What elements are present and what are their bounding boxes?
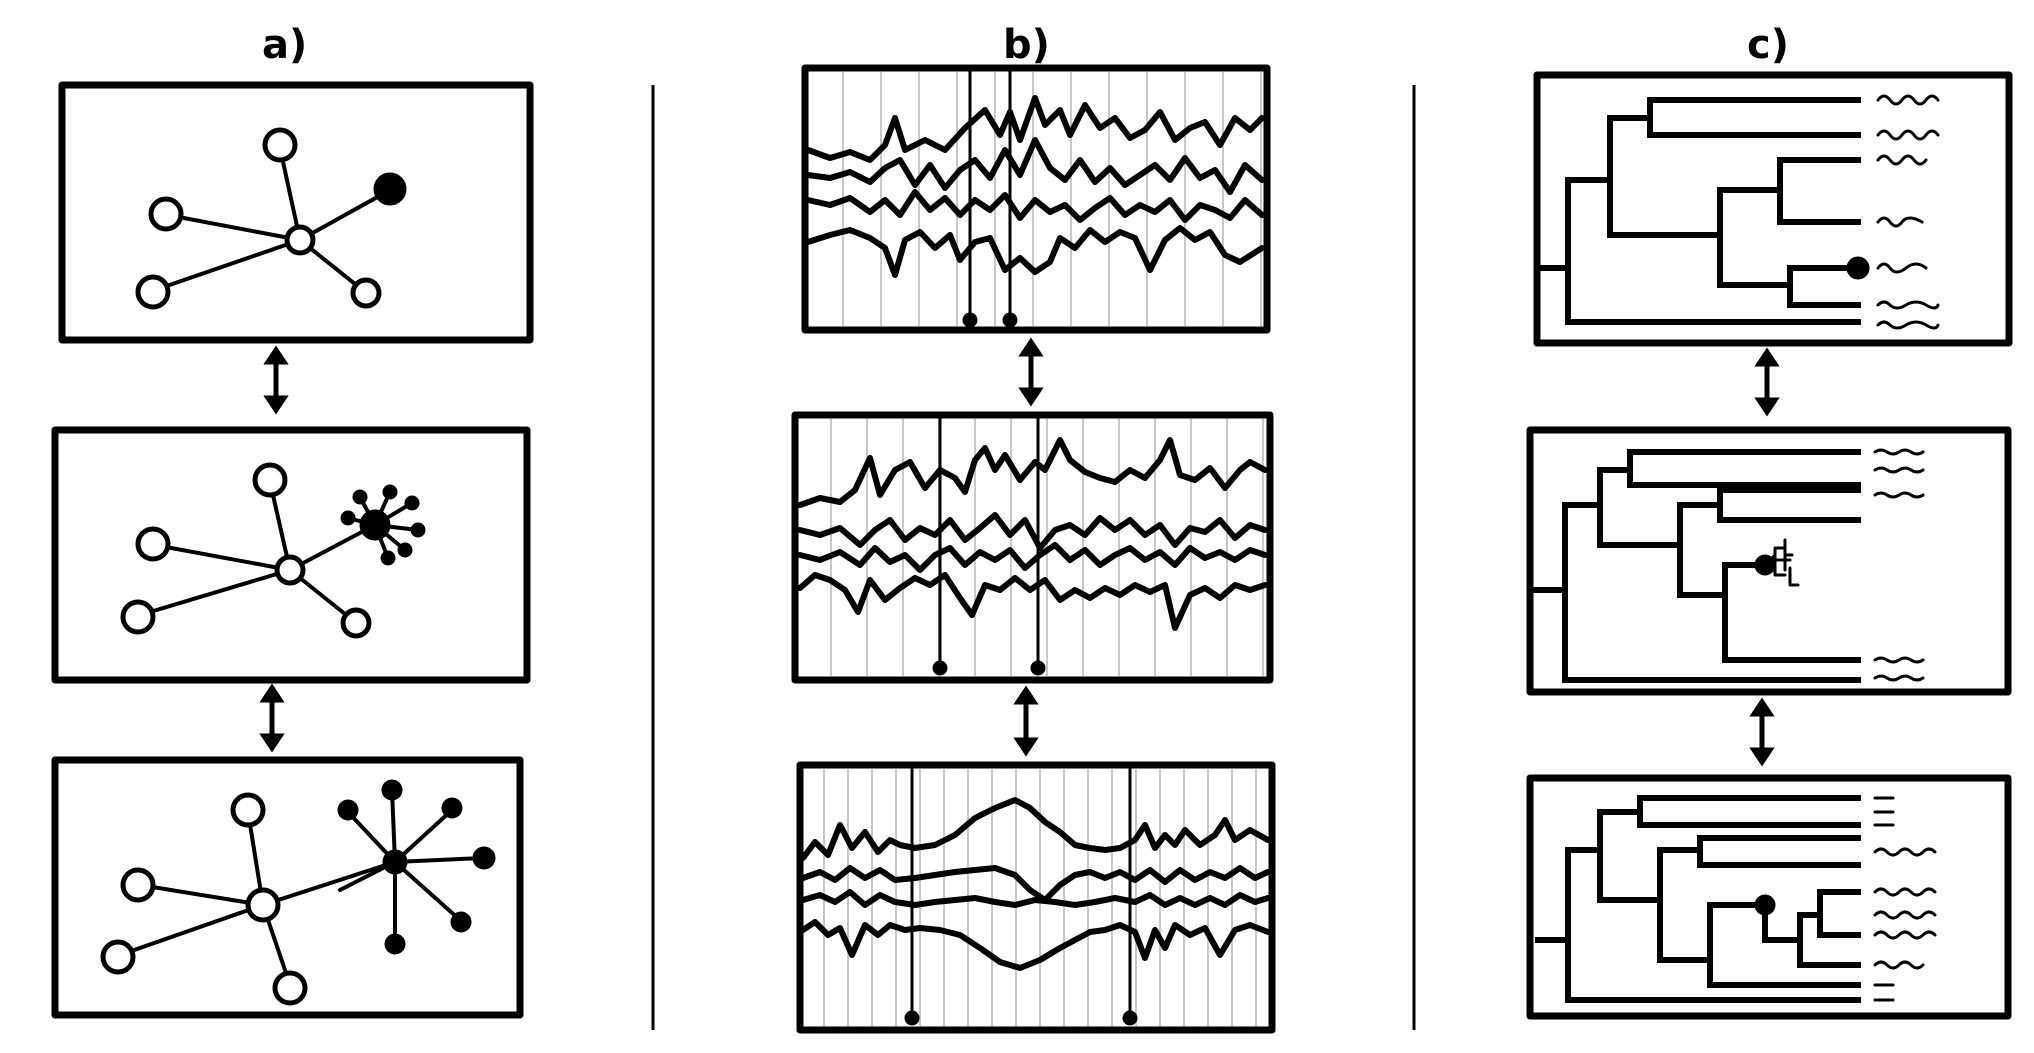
tree-frame-3 (1526, 774, 2012, 1020)
graph-node (337, 799, 359, 821)
graph-node (381, 779, 403, 801)
transition-arrow-a2 (259, 683, 285, 753)
panel-b-label: b) (1003, 22, 1050, 68)
timeseries-line (805, 225, 1265, 278)
tree-branches-1 (1537, 97, 1861, 325)
cursor-handle[interactable] (962, 312, 978, 328)
transition-arrow-b1 (1018, 337, 1044, 407)
graph-node (120, 867, 156, 903)
graph-node (272, 970, 308, 1006)
timeseries-grid-1 (842, 72, 1262, 326)
panel-c-label: c) (1747, 22, 1789, 68)
timeseries-line (805, 189, 1265, 223)
transition-arrow-c1 (1754, 347, 1780, 417)
tree-branches-3 (1535, 795, 1861, 1003)
cursor-handle[interactable] (904, 1010, 920, 1026)
graph-frame-3 (51, 756, 524, 1019)
graph-node (100, 939, 136, 975)
leaf-sequences-2 (1873, 448, 1925, 682)
graph-node-expanding (359, 509, 391, 541)
graph-node-selected (373, 172, 407, 206)
tree-frame-1 (1533, 71, 2013, 347)
timeseries-line (800, 865, 1271, 903)
graph-node (397, 542, 413, 558)
timeseries-frame-2 (791, 411, 1274, 684)
graph-node (350, 277, 382, 309)
graph-frame-1 (58, 81, 534, 344)
panel-a (51, 81, 534, 1019)
transition-arrow-a1 (263, 345, 289, 415)
graph-node (340, 510, 356, 526)
graph-node (252, 462, 288, 498)
leaf-sequences-3 (1873, 796, 1937, 1002)
graph-node (380, 550, 396, 566)
timeseries-line (797, 512, 1268, 551)
cursor-handle[interactable] (1030, 660, 1046, 676)
panel-c (1526, 71, 2013, 1020)
graph-node (340, 607, 372, 639)
graph-node (135, 526, 171, 562)
tree-node-expanded (1754, 894, 1776, 916)
graph-node-expanded (382, 849, 408, 875)
timeseries-line (800, 797, 1271, 861)
graph-frame-2 (51, 426, 531, 684)
graph-node (352, 489, 368, 505)
cursor-handle[interactable] (1002, 312, 1018, 328)
panel-b (791, 64, 1276, 1034)
tree-node-expanding (1754, 554, 1776, 576)
cursor-handle[interactable] (1122, 1010, 1138, 1026)
graph-node (441, 797, 463, 819)
tree-frame-2 (1526, 426, 2012, 696)
timeseries-line (797, 437, 1268, 508)
graph-node-center (245, 887, 281, 923)
transition-arrow-b2 (1013, 685, 1039, 757)
timeseries-line (797, 542, 1268, 573)
timeseries-frame-1 (801, 64, 1271, 334)
graph-node (135, 274, 171, 310)
leaf-sequences-1 (1876, 94, 1940, 330)
panel-a-label: a) (262, 22, 307, 68)
timeseries-line (805, 95, 1265, 163)
timeseries-line (800, 889, 1271, 908)
tree-node-selected (1846, 256, 1870, 280)
timeseries-line (805, 137, 1265, 195)
graph-node (384, 933, 406, 955)
graph-node (148, 196, 184, 232)
graph-node (262, 127, 298, 163)
timeseries-line (800, 919, 1271, 971)
graph-node (382, 484, 398, 500)
cursor-handle[interactable] (932, 660, 948, 676)
transition-arrow-c2 (1749, 697, 1775, 767)
graph-node (410, 522, 426, 538)
graph-node-center (274, 554, 306, 586)
graph-node-center (284, 224, 316, 256)
graph-node (472, 846, 496, 870)
timeseries-line (797, 572, 1268, 631)
graph-node (404, 495, 420, 511)
graph-node (120, 599, 156, 635)
graph-node (450, 911, 472, 933)
graph-node (230, 792, 266, 828)
timeseries-frame-3 (796, 761, 1276, 1034)
